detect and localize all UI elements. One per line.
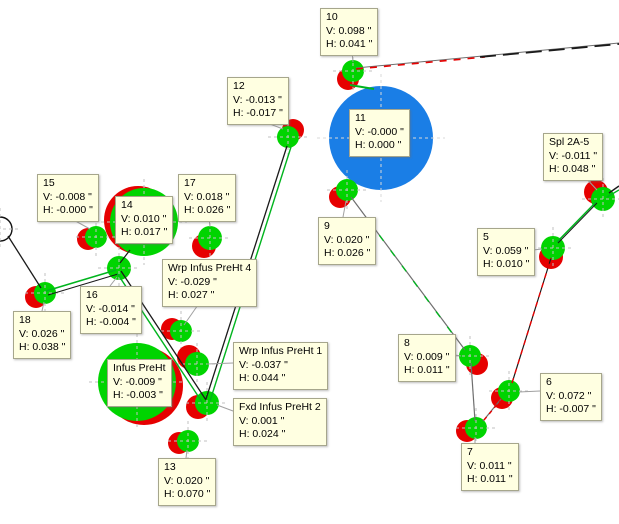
callout-h-value: H: 0.026 " [324, 247, 371, 259]
leader-18 [41, 301, 45, 312]
callout-title: 14 [121, 199, 133, 211]
callout-h-value: H: 0.048 " [549, 163, 596, 175]
callout-title: 11 [355, 112, 366, 124]
callout-h-value: H: 0.017 " [121, 226, 168, 238]
callout-h-value: H: -0.003 " [113, 389, 163, 401]
callout-title: 15 [43, 177, 55, 189]
callout-h-value: H: 0.038 " [19, 341, 66, 353]
callout-v-value: V: 0.001 " [239, 414, 285, 427]
callout-title: 9 [324, 220, 330, 232]
callout-h-value: H: 0.024 " [239, 428, 286, 440]
measurement-line-2 [47, 273, 119, 296]
measurement-line-20 [556, 201, 597, 243]
measurement-line-11 [349, 84, 375, 90]
callout-v-value: V: -0.011 " [549, 149, 598, 162]
measurement-line-21 [608, 185, 619, 194]
callout-title: 13 [164, 461, 176, 473]
leader-8 [454, 354, 462, 357]
callout-title: 17 [184, 177, 196, 189]
callout-title: 8 [404, 337, 410, 349]
callout-h-value: H: 0.027 " [168, 289, 215, 301]
callout-v-value: V: -0.014 " [86, 302, 135, 315]
measurement-line-13 [367, 219, 453, 334]
callout-h-value: H: 0.044 " [239, 372, 286, 384]
callout-v-value: V: -0.037 " [239, 358, 288, 371]
callout-title: 6 [546, 376, 552, 388]
callout-title: Infus PreHt [113, 362, 166, 374]
callout-h-value: H: 0.011 " [404, 364, 450, 376]
callout-v-value: V: -0.029 " [168, 275, 217, 288]
callout-v-value: V: 0.018 " [184, 190, 230, 203]
callout-v-value: V: 0.098 " [326, 24, 372, 37]
callout-v-value: V: 0.059 " [483, 244, 529, 257]
callout-h-value: H: -0.017 " [233, 107, 283, 119]
measurement-line-19 [557, 202, 598, 244]
callout-title: 5 [483, 231, 489, 243]
leader-16 [109, 276, 118, 287]
callout-v-value: V: 0.020 " [324, 233, 370, 246]
measurement-line-0 [7, 235, 42, 289]
callout-title: Wrp Infus PreHt 1 [239, 345, 323, 357]
callout-v-value: V: -0.000 " [355, 125, 404, 138]
callout-v-value: V: 0.010 " [121, 212, 167, 225]
callout-title: 12 [233, 80, 245, 92]
callout-h-value: H: -0.004 " [86, 316, 136, 328]
callout-v-value: V: 0.026 " [19, 327, 65, 340]
callout-v-value: V: 0.011 " [467, 459, 512, 472]
callout-title: 10 [326, 11, 338, 23]
callout-h-value: H: 0.026 " [184, 204, 231, 216]
callout-v-value: V: 0.009 " [404, 350, 450, 363]
measurement-line-10 [479, 43, 619, 58]
measurement-line-3 [119, 249, 131, 264]
callout-h-value: H: 0.010 " [483, 258, 530, 270]
callout-v-value: V: -0.013 " [233, 93, 282, 106]
callout-v-value: V: 0.020 " [164, 474, 210, 487]
callout-h-value: H: 0.041 " [326, 38, 373, 50]
callout-v-value: V: -0.008 " [43, 190, 92, 203]
leader-fxd-infus-preht-2 [216, 404, 234, 412]
measurement-line-18 [511, 257, 552, 384]
callout-v-value: V: -0.009 " [113, 375, 162, 388]
callout-h-value: H: -0.000 " [43, 204, 93, 216]
callout-title: 16 [86, 289, 98, 301]
callout-title: 18 [19, 314, 31, 326]
leader-wrp-infus-preht-1 [206, 362, 234, 365]
callout-title: 7 [467, 446, 473, 458]
callout-title: Spl 2A-5 [549, 136, 590, 148]
callout-h-value: H: 0.011 " [467, 473, 513, 485]
leader-6 [518, 390, 541, 393]
callout-h-value: H: 0.000 " [355, 139, 402, 151]
measurement-line-1 [45, 269, 117, 292]
callout-v-value: V: 0.072 " [546, 389, 592, 402]
callout-h-value: H: 0.070 " [164, 488, 211, 500]
measurement-line-9 [355, 56, 486, 70]
leader-13 [185, 449, 188, 459]
callout-title: Wrp Infus PreHt 4 [168, 262, 252, 274]
leader-9 [342, 200, 347, 218]
callout-title: Fxd Infus PreHt 2 [239, 401, 321, 413]
callout-h-value: H: -0.007 " [546, 403, 596, 415]
measurement-line-22 [606, 189, 619, 198]
measurement-line-14 [470, 362, 476, 422]
